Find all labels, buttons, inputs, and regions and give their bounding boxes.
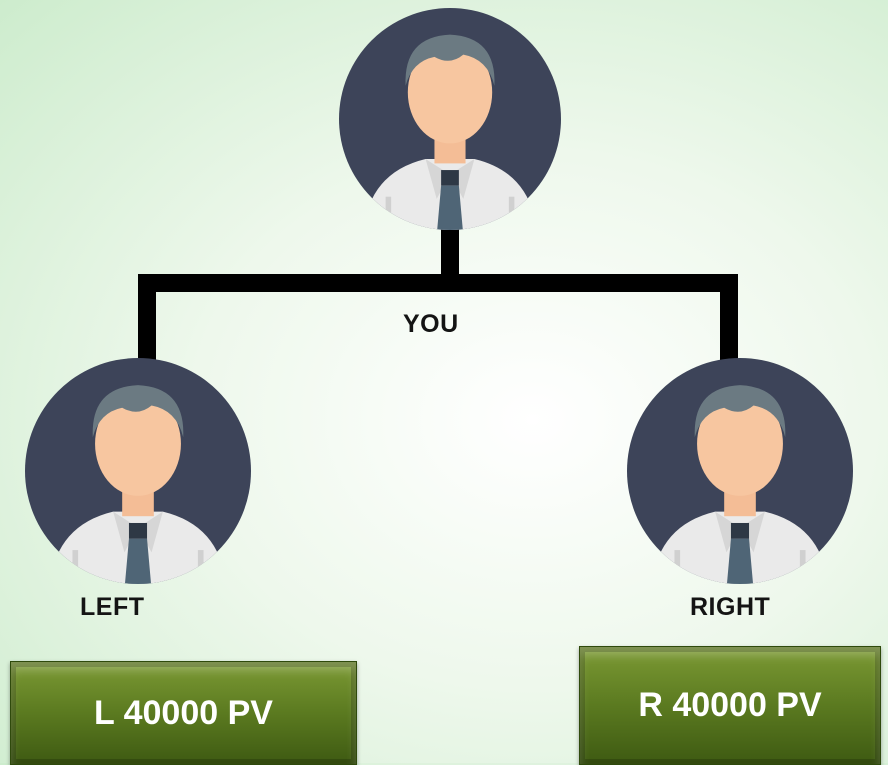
person-icon-right <box>627 358 853 584</box>
pv-box-left: L 40000 PV <box>10 661 357 765</box>
node-label-right: RIGHT <box>690 593 771 621</box>
connector-vertical-left <box>138 274 156 366</box>
person-icon-you <box>339 8 561 230</box>
pv-box-right-text: R 40000 PV <box>638 686 822 724</box>
person-icon-left <box>25 358 251 584</box>
connector-vertical-right <box>720 274 738 366</box>
connector-horizontal <box>138 274 738 292</box>
node-label-left: LEFT <box>80 593 145 621</box>
node-label-you: YOU <box>403 310 459 338</box>
pv-box-left-text: L 40000 PV <box>94 693 273 732</box>
pv-box-right: R 40000 PV <box>579 646 881 765</box>
